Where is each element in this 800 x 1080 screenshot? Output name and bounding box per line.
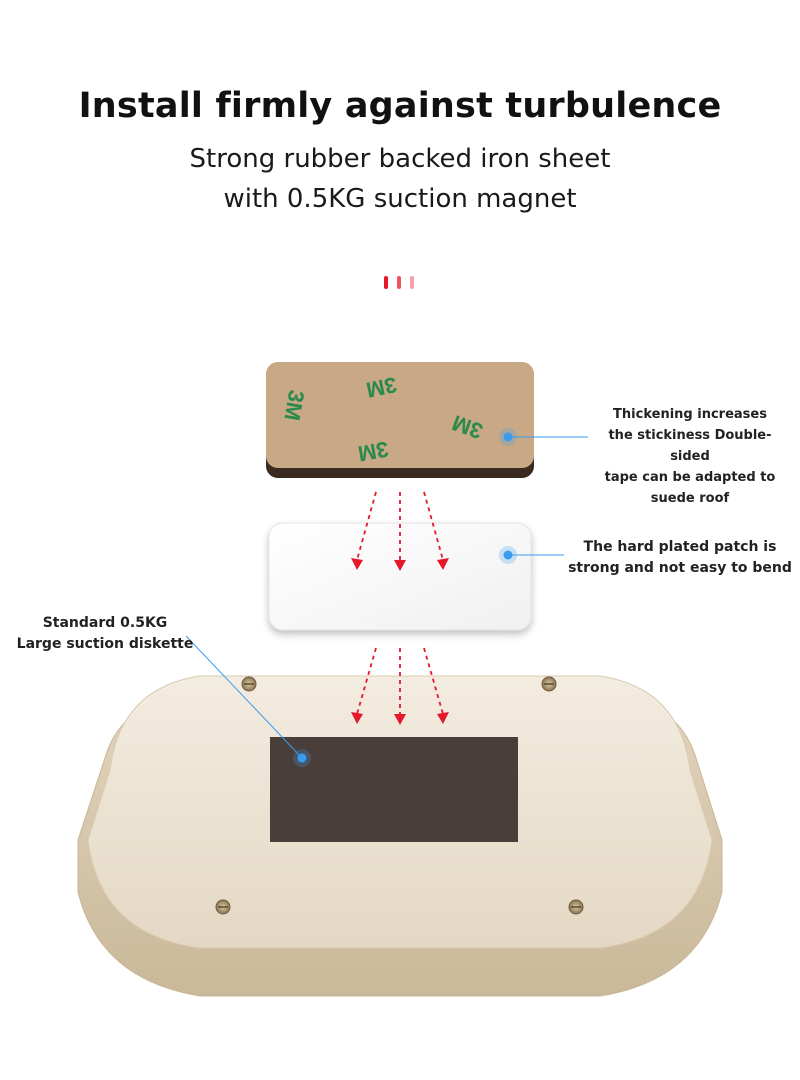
- plated-patch: [268, 522, 532, 631]
- callout-patch-description: The hard plated patch is strong and not …: [560, 537, 800, 579]
- dot-1: [384, 276, 388, 289]
- tape-brand-mark: 3M: [279, 388, 309, 422]
- decorative-dots: [384, 276, 418, 290]
- screw-icon: [568, 899, 584, 915]
- double-sided-tape: 3M 3M 3M 3M: [266, 362, 534, 478]
- dot-2: [397, 276, 401, 289]
- callout-pointer-patch: [499, 546, 564, 564]
- callout-tape-line-2: the stickiness Double-sided: [608, 428, 772, 464]
- arrows-tape-to-patch: [351, 491, 449, 571]
- magnet-base: [77, 675, 723, 997]
- screw-icon: [215, 899, 231, 915]
- arrows-patch-to-base: [351, 647, 449, 725]
- callout-patch-line-2: strong and not easy to bend: [568, 560, 792, 576]
- page-title: Install firmly against turbulence: [78, 86, 722, 126]
- callout-tape-line-3: tape can be adapted to suede roof: [604, 470, 776, 506]
- subtitle-line-2: with 0.5KG suction magnet: [223, 184, 577, 214]
- tape-top: [266, 362, 534, 468]
- callout-tape-description: Thickening increases the stickiness Doub…: [590, 404, 790, 509]
- callout-pointer-tape: [499, 428, 588, 446]
- dot-3: [410, 276, 414, 289]
- magnet-plate: [270, 737, 518, 842]
- callout-magnet-line-2: Large suction diskette: [16, 636, 194, 652]
- callout-magnet-line-1: Standard 0.5KG: [42, 615, 168, 631]
- callout-patch-line-1: The hard plated patch is: [583, 539, 777, 555]
- callout-pointer-magnet: [185, 635, 311, 767]
- screw-icon: [241, 676, 257, 692]
- tape-brand-mark: 3M: [356, 436, 390, 466]
- callout-magnet-description: Standard 0.5KG Large suction diskette: [10, 613, 200, 655]
- callout-tape-line-1: Thickening increases: [613, 407, 767, 422]
- subtitle-line-1: Strong rubber backed iron sheet: [189, 144, 611, 174]
- tape-brand-mark: 3M: [364, 372, 399, 403]
- screw-icon: [541, 676, 557, 692]
